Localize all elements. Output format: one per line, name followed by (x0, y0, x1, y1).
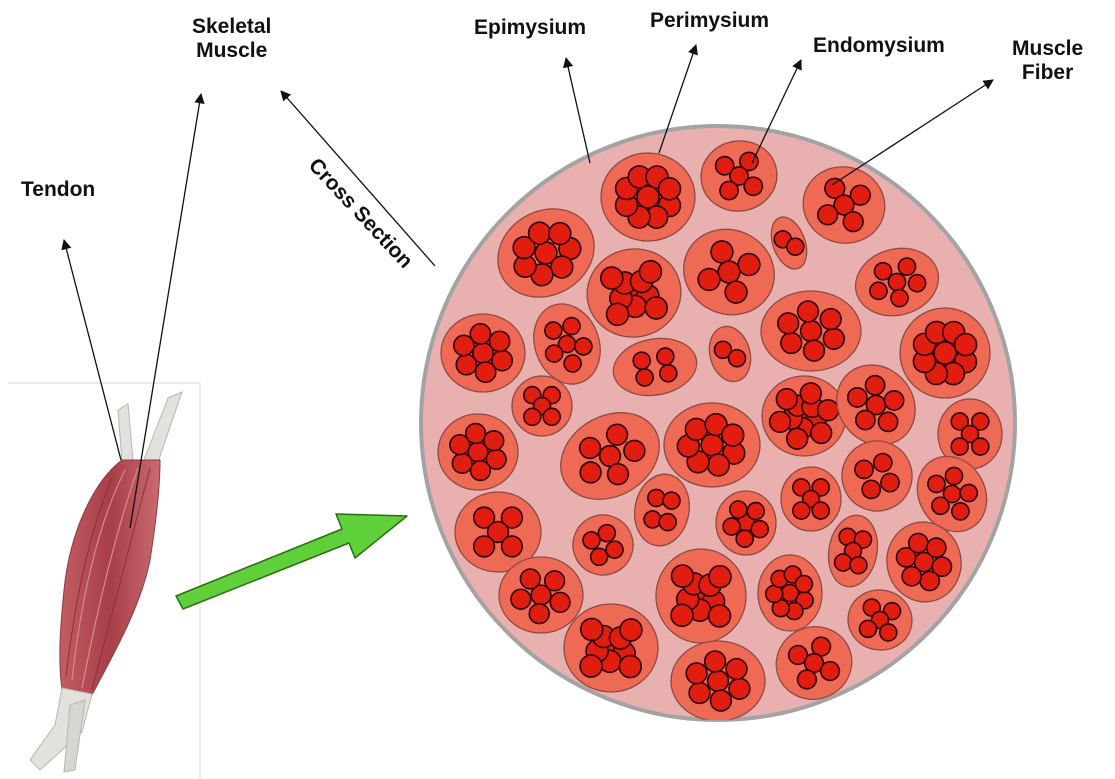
endomysium-label: Endomysium (813, 34, 945, 58)
muscle-fiber (951, 438, 968, 455)
muscle-fiber (489, 331, 509, 351)
muscle-fiber (955, 334, 977, 356)
muscle-fiber-pointer (832, 80, 993, 185)
tendon-pointer (64, 240, 121, 460)
muscle-fiber (736, 530, 753, 547)
muscle-fiber (580, 655, 602, 677)
muscle-fiber (707, 454, 729, 476)
muscle-fiber (550, 592, 570, 612)
muscle-fiber (795, 576, 812, 593)
muscle-fiber (730, 501, 747, 518)
fascicle (716, 491, 776, 555)
muscle-fiber (770, 411, 791, 432)
muscle-fiber (781, 333, 802, 354)
muscle-fiber (471, 461, 491, 481)
muscle-fiber (484, 431, 504, 451)
fascicle (664, 403, 760, 487)
muscle-fiber (820, 309, 841, 330)
muscle-fiber (972, 438, 989, 455)
cross-section-pointer (281, 91, 435, 266)
perimysium-label: Perimysium (650, 9, 769, 33)
muscle-fiber (689, 683, 710, 704)
muscle-fiber (466, 424, 486, 444)
fascicle (761, 291, 861, 371)
muscle-fiber (798, 301, 819, 322)
muscle-fiber (475, 362, 495, 382)
muscle-fiber (456, 354, 476, 374)
muscle-fiber (671, 604, 693, 626)
muscle-fiber (723, 518, 740, 535)
muscle-fiber-label: Muscle Fiber (1012, 37, 1083, 85)
muscle-fiber (778, 313, 799, 334)
muscle-fiber (545, 571, 565, 591)
muscle-fiber (751, 521, 768, 538)
fascicle (671, 641, 765, 721)
fascicle (781, 467, 841, 531)
muscle-fiber (823, 328, 844, 349)
muscle-fiber (708, 671, 729, 692)
zoom-arrow-icon (176, 514, 407, 609)
muscle-fiber (452, 453, 472, 473)
muscle-fiber (793, 502, 810, 519)
muscle-fiber (659, 178, 681, 200)
muscle-fiber (747, 503, 764, 520)
fascicle (564, 604, 658, 692)
fascicle (438, 414, 518, 490)
fascicle (900, 308, 990, 398)
muscle-fiber (776, 389, 797, 410)
muscle-fiber (470, 324, 490, 344)
muscle-fiber (672, 565, 694, 587)
muscle-fiber (934, 342, 956, 364)
muscle-fiber (709, 566, 731, 588)
muscle-fiber (804, 340, 825, 361)
epimysium-pointer (566, 58, 590, 163)
fascicle (512, 376, 572, 436)
muscle-fiber (543, 408, 560, 425)
fascicle (441, 314, 525, 392)
muscle-fiber (511, 589, 531, 609)
fascicle (601, 153, 695, 241)
tendon-label: Tendon (21, 178, 95, 202)
skeletal-muscle-label: Skeletal Muscle (192, 15, 271, 63)
muscle-fiber (502, 536, 523, 557)
fascicle (758, 555, 822, 631)
muscle-fiber (705, 651, 726, 672)
muscle-fiber (637, 186, 659, 208)
muscle-fiber (581, 618, 603, 640)
fascicle (499, 557, 583, 633)
muscle-fiber (729, 678, 750, 699)
muscle-fiber (811, 423, 832, 444)
fascicle (656, 549, 746, 643)
epimysium-label: Epimysium (474, 16, 586, 40)
muscle-fiber (711, 690, 732, 711)
muscle-fiber (812, 502, 829, 519)
muscle-fiber (685, 418, 707, 440)
muscle-illustration (30, 392, 182, 772)
muscle-fiber (529, 604, 549, 624)
muscle-fiber (787, 428, 808, 449)
muscle-fiber (801, 321, 822, 342)
muscle-fiber (620, 619, 642, 641)
muscle-fiber (474, 536, 495, 557)
skeletal-muscle-pointer (130, 94, 201, 528)
fascicle (762, 376, 846, 456)
muscle-fiber (686, 663, 707, 684)
muscle-fiber (520, 569, 540, 589)
muscle-fiber (726, 659, 747, 680)
muscle-fiber (800, 383, 821, 404)
muscle-fiber (709, 605, 731, 627)
muscle-fiber (722, 424, 744, 446)
muscle-fiber (818, 400, 839, 421)
muscle-fiber (619, 656, 641, 678)
muscle-fiber (524, 408, 541, 425)
